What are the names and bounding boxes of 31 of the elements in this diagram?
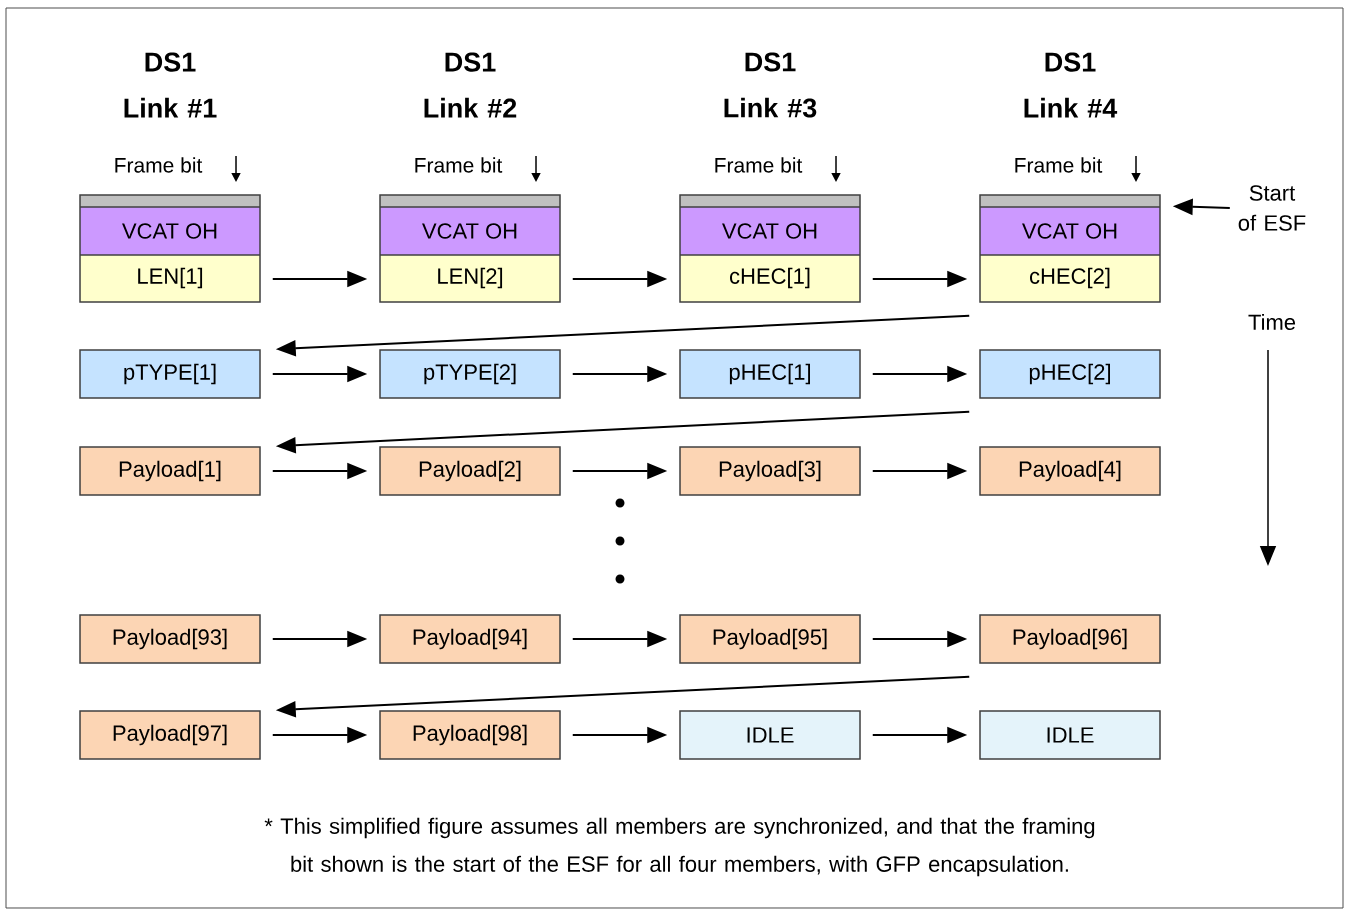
label-text: Frame bit: [715, 157, 803, 173]
field-box: Payload[4]: [979, 446, 1161, 496]
field-box: pHEC[1]: [679, 349, 861, 399]
label-text: Frame bit: [415, 157, 503, 173]
field-box: Payload[94]: [379, 614, 561, 664]
label-text: Frame bit: [1015, 157, 1103, 173]
field-box: Payload[93]: [79, 614, 261, 664]
field-box: Payload[3]: [679, 446, 861, 496]
column-heading: DS1 Link #3: [724, 52, 817, 118]
stacked-box: VCAT OH cHEC[1]: [679, 194, 861, 303]
label-text: Time: [1248, 313, 1296, 331]
field-box: IDLE: [979, 710, 1161, 760]
field-box: Payload[1]: [79, 446, 261, 496]
field-box: Payload[96]: [979, 614, 1161, 664]
field-box: pTYPE[2]: [379, 349, 561, 399]
field-box: pTYPE[1]: [79, 349, 261, 399]
field-box: Payload[95]: [679, 614, 861, 664]
field-box: Payload[2]: [379, 446, 561, 496]
label-text: Frame bit: [115, 157, 203, 173]
note-text: Start of ESF: [1238, 185, 1306, 231]
field-box: IDLE: [679, 710, 861, 760]
stacked-box: VCAT OH LEN[2]: [379, 194, 561, 303]
stacked-box: VCAT OH LEN[1]: [79, 194, 261, 303]
stacked-box: VCAT OH cHEC[2]: [979, 194, 1161, 303]
field-box: Payload[98]: [379, 710, 561, 760]
column-heading: DS1 Link #2: [424, 52, 517, 118]
footnote: * This simplified figure assumes all members are synchronized, and that the framing bit shown is the start of the ESF for all four members, with GFP encapsulation.: [264, 817, 1095, 877]
field-box: Payload[97]: [79, 710, 261, 760]
column-heading: DS1 Link #4: [1024, 52, 1118, 118]
field-box: pHEC[2]: [979, 349, 1161, 399]
column-heading: DS1 Link #1: [124, 52, 217, 118]
